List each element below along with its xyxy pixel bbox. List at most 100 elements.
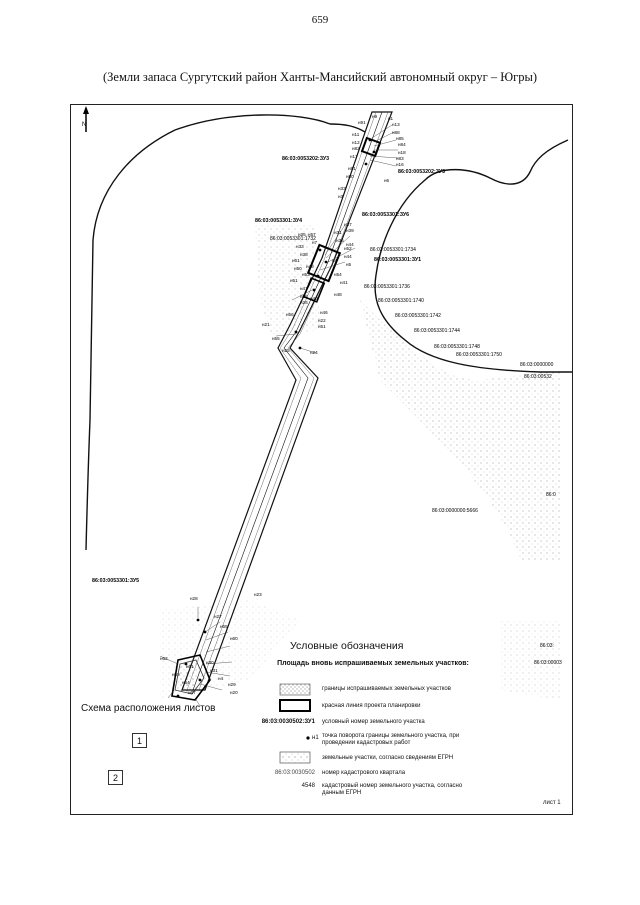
point-label: н50 bbox=[294, 266, 302, 271]
point-label: н25 bbox=[282, 348, 290, 353]
point-label: н9 bbox=[372, 114, 378, 119]
legend-item-point: точка поворота границы земельного участк… bbox=[322, 733, 460, 746]
quarter-label-mid: 86:03:0000000:5666 bbox=[432, 508, 478, 514]
legend-symbol-parcel-boundary bbox=[279, 683, 311, 696]
parcel-label-zu1: 86:03:0053301:ЗУ1 bbox=[374, 257, 421, 263]
point-label: н26 bbox=[300, 300, 308, 305]
corridor-inner-left bbox=[186, 111, 377, 691]
point-label: н21 bbox=[262, 322, 270, 327]
parcel-labels: 86:03:0053202:ЗУ3 86:03:0053202:ЗУ3 86:0… bbox=[92, 156, 562, 666]
point-label: н59 bbox=[172, 672, 180, 677]
parcel-label-1732: 86:03:0053301:1732 bbox=[270, 236, 316, 242]
point-label: н55 bbox=[272, 336, 280, 341]
point-label: н31 bbox=[210, 668, 218, 673]
point-label: н17 bbox=[350, 154, 358, 159]
point-label: н57 bbox=[308, 232, 316, 237]
corridor-inner-right bbox=[198, 111, 389, 691]
point-label: н85 bbox=[396, 136, 404, 141]
point-label: н84 bbox=[398, 142, 406, 147]
point-label: н41 bbox=[340, 280, 348, 285]
sheet-label: лист 1 bbox=[543, 800, 561, 806]
parcel-label-zu4: 86:03:0053301:ЗУ4 bbox=[255, 218, 302, 224]
point-label: н5 bbox=[346, 262, 352, 267]
quarter-label-right-2: 86:03:00532 bbox=[524, 374, 552, 380]
legend-item-egrn-parcels: земельные участки, согласно сведениям ЕГ… bbox=[322, 755, 454, 761]
parcel-label-1740: 86:03:0053301:1740 bbox=[378, 298, 424, 304]
point-label: н61 bbox=[292, 258, 300, 263]
point-label: н64 bbox=[182, 680, 190, 685]
parcel-label-zu3: 86:03:0053202:ЗУ3 bbox=[282, 156, 329, 162]
leader-lines bbox=[159, 124, 399, 707]
legend-symbols bbox=[279, 683, 311, 764]
point-label: н33 bbox=[338, 186, 346, 191]
boundary-curve-left-top bbox=[329, 123, 366, 133]
point-label: н18 bbox=[398, 150, 406, 155]
quarter-label-low-1: 86:03: bbox=[540, 643, 554, 649]
point-label: н83 bbox=[396, 156, 404, 161]
point-label: н58 bbox=[300, 294, 308, 299]
legend-item-quarter: номер кадастрового квартала bbox=[322, 770, 406, 776]
parcel-zu3-box bbox=[360, 136, 382, 158]
map-frame bbox=[70, 104, 573, 815]
point-label: н36 bbox=[336, 238, 344, 243]
point-label: н27 bbox=[214, 614, 222, 619]
dotted-area-upper-left bbox=[255, 225, 320, 335]
point-label: н30 bbox=[206, 660, 214, 665]
legend-item-parcel-boundary: границы испрашиваемых земельных участков bbox=[322, 686, 451, 692]
legend-item-red-line: красная линия проекта планировки bbox=[322, 703, 421, 709]
legend-title: Условные обозначения bbox=[290, 640, 404, 652]
point-label: н7 bbox=[312, 240, 318, 245]
parcel-label-1750: 86:03:0053301:1750 bbox=[456, 352, 502, 358]
point-label: н31 bbox=[334, 230, 342, 235]
point-label: н6 bbox=[384, 178, 390, 183]
point-label: н44 bbox=[346, 242, 354, 247]
point-label: н80 bbox=[346, 174, 354, 179]
point-label: н22 bbox=[318, 318, 326, 323]
legend-item-parcel-number: условный номер земельного участка bbox=[322, 719, 425, 725]
page-number: 659 bbox=[311, 14, 329, 26]
quarter-label-right-3: 86:0 bbox=[546, 492, 556, 498]
point-label: н53 bbox=[302, 272, 310, 277]
parcel-label-1734: 86:03:0053301:1734 bbox=[370, 247, 416, 253]
legend-sample-parcel-number: 86:03:0030502:ЗУ1 bbox=[261, 719, 315, 725]
point-label: н35 bbox=[298, 232, 306, 237]
boundary-curve-right bbox=[374, 139, 572, 373]
point-label: н12 bbox=[352, 140, 360, 145]
parcel-zu5-box bbox=[171, 654, 211, 701]
point-label: н1 bbox=[388, 116, 394, 121]
legend-sample-quarter: 86:03:0030502 bbox=[274, 770, 315, 776]
doc-title: (Земли запаса Сургутский район Ханты-Ман… bbox=[102, 70, 538, 84]
point-label: н44 bbox=[344, 254, 352, 259]
point-label: н3 bbox=[338, 194, 344, 199]
point-label: н60 bbox=[230, 636, 238, 641]
point-label: н37 bbox=[344, 222, 352, 227]
sheet-1-box: 1 bbox=[132, 733, 147, 748]
boundary-curve-left bbox=[85, 114, 331, 551]
legend-subtitle: Площадь вновь испрашиваемых земельных уч… bbox=[277, 660, 469, 667]
parcel-label-1742: 86:03:0053301:1742 bbox=[395, 313, 441, 319]
point-label: н54 bbox=[334, 272, 342, 277]
point-label: н51 bbox=[290, 278, 298, 283]
point-label: н51 bbox=[318, 324, 326, 329]
point-label: н40 bbox=[310, 296, 318, 301]
point-label: н88 bbox=[392, 130, 400, 135]
point-label: н38 bbox=[300, 252, 308, 257]
parcel-label-1736: 86:03:0053301:1736 bbox=[364, 284, 410, 290]
parcel-label-zu6: 86:03:0053301:ЗУ6 bbox=[362, 212, 409, 218]
point-label: н61 bbox=[186, 664, 194, 669]
parcel-label-zu3-right: 86:03:0053202:ЗУ3 bbox=[398, 169, 445, 175]
point-label: н4 bbox=[218, 676, 224, 681]
legend-sample-cadastral: 4548 bbox=[301, 783, 315, 789]
parcel-box-2 bbox=[302, 277, 326, 303]
point-label: н24 bbox=[310, 350, 318, 355]
point-label: н65 bbox=[220, 624, 228, 629]
point-label: н39 bbox=[346, 228, 354, 233]
point-label: н29 bbox=[228, 682, 236, 687]
point-label: н56 bbox=[286, 312, 294, 317]
dotted-area-right bbox=[360, 300, 560, 560]
dotted-area-bottom-right bbox=[500, 620, 560, 700]
sheet-scheme-title: Схема расположения листов bbox=[81, 703, 216, 714]
parcel-zu5-inner bbox=[174, 659, 205, 695]
legend-symbol-red-line bbox=[279, 699, 311, 712]
